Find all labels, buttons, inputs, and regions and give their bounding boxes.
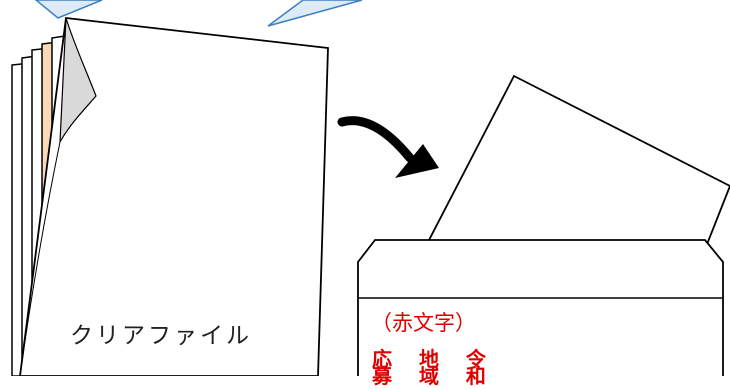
- diagram-canvas: [11, 0, 730, 376]
- clear-file-label: クリアファイル: [70, 323, 252, 349]
- clear-file: [19, 17, 329, 376]
- speech-bubble-tail-right: [267, 0, 363, 27]
- red-text-note: （赤文字）: [371, 311, 476, 335]
- inserted-paper: [425, 74, 730, 263]
- speech-bubble-tail-left: [34, 0, 103, 19]
- red-characters-row-2: 募 域 和: [372, 364, 496, 388]
- envelope: [357, 239, 724, 376]
- clear-file-edge-line: [19, 141, 61, 376]
- red-characters-row-1: 応 地 令: [372, 347, 496, 371]
- clear-file-corner-curl: [59, 17, 97, 143]
- envelope-outline: [357, 239, 724, 376]
- clear-file-body: [19, 17, 329, 376]
- curved-arrow-icon: [337, 116, 439, 178]
